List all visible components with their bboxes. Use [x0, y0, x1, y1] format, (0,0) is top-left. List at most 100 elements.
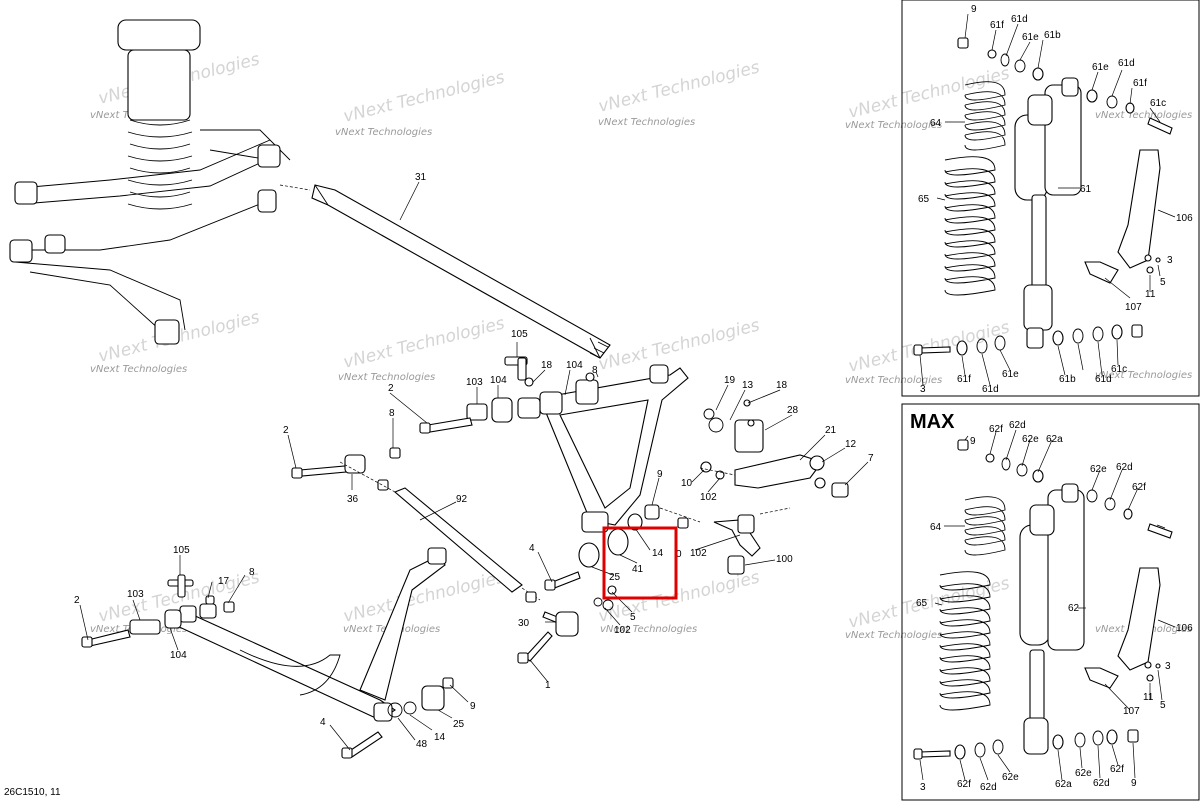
callout-0: 0 — [676, 549, 682, 560]
callout-61e: 61e — [1002, 369, 1019, 380]
callout-10: 10 — [681, 478, 693, 489]
callout-9: 9 — [470, 701, 476, 712]
drive-shaft-31 — [279, 184, 611, 359]
watermark: vNext Technologies — [845, 120, 942, 131]
callout-5: 5 — [1160, 277, 1166, 288]
callout-64: 64 — [930, 118, 942, 129]
callout-62e: 62e — [1075, 768, 1092, 779]
callout-31: 31 — [415, 172, 427, 183]
callout-105: 105 — [173, 545, 190, 556]
callout-62f: 62f — [989, 424, 1003, 435]
callout-61c: 61c — [1150, 98, 1166, 109]
diagram-reference-code: 26C1510, 11 — [4, 787, 61, 798]
max-panel-title: MAX — [910, 411, 955, 433]
callout-105: 105 — [511, 329, 528, 340]
callout-61e: 61e — [1092, 62, 1109, 73]
callout-48: 48 — [416, 739, 428, 750]
callout-25: 25 — [609, 572, 621, 583]
watermark-large: vNext Technologies — [341, 313, 506, 372]
callout-9: 9 — [971, 4, 977, 15]
watermark: vNext Technologies — [90, 364, 187, 375]
callout-61b: 61b — [1044, 30, 1061, 41]
callout-2: 2 — [388, 383, 394, 394]
lower-pivot-hardware — [517, 513, 643, 664]
callout-62: 62 — [1068, 603, 1080, 614]
callout-102: 102 — [614, 625, 631, 636]
callout-25: 25 — [453, 719, 465, 730]
callout-3: 3 — [920, 782, 926, 793]
callout-8: 8 — [592, 365, 598, 376]
watermark-large: vNext Technologies — [596, 315, 761, 374]
callout-5: 5 — [1160, 700, 1166, 711]
callout-18: 18 — [541, 360, 553, 371]
callout-61f: 61f — [1133, 78, 1147, 89]
suspension-overview-assembly — [9, 19, 291, 345]
callout-61d: 61d — [1118, 58, 1135, 69]
watermark: vNext Technologies — [1095, 110, 1192, 121]
callout-30: 30 — [518, 618, 530, 629]
callout-104: 104 — [566, 360, 583, 371]
callout-61d: 61d — [1095, 374, 1112, 385]
callouts-max-shock: 9 62f 62d 62e 62a 62e 62d 62f 64 62 65 1… — [916, 420, 1193, 793]
watermark-large: vNext Technologies — [341, 67, 506, 126]
callout-62d: 62d — [980, 782, 997, 793]
callout-61f: 61f — [957, 374, 971, 385]
callout-102: 102 — [690, 548, 707, 559]
callout-62e: 62e — [1022, 434, 1039, 445]
upper-pivot-hardware — [291, 356, 599, 491]
callout-12: 12 — [845, 439, 857, 450]
callout-17: 17 — [218, 576, 230, 587]
callout-9: 9 — [657, 469, 663, 480]
callout-3: 3 — [1165, 661, 1171, 672]
callout-62f: 62f — [1132, 482, 1146, 493]
callout-62d: 62d — [1116, 462, 1133, 473]
callout-1: 1 — [545, 680, 551, 691]
callout-2: 2 — [74, 595, 80, 606]
callout-62f: 62f — [957, 779, 971, 790]
callout-61d: 61d — [1011, 14, 1028, 25]
callout-28: 28 — [787, 405, 799, 416]
callout-106: 106 — [1176, 623, 1193, 634]
callout-19: 19 — [724, 375, 736, 386]
callout-61b: 61b — [1059, 374, 1076, 385]
callout-8: 8 — [249, 567, 255, 578]
upper-a-arm — [539, 364, 689, 533]
callout-61: 61 — [1080, 184, 1092, 195]
callout-103: 103 — [127, 589, 144, 600]
watermark: vNext Technologies — [335, 127, 432, 138]
callout-92: 92 — [456, 494, 468, 505]
watermark: vNext Technologies — [1095, 370, 1192, 381]
watermark: vNext Technologies — [600, 624, 697, 635]
watermark: vNext Technologies — [845, 630, 942, 641]
callout-106: 106 — [1176, 213, 1193, 224]
callout-64: 64 — [930, 522, 942, 533]
callout-102: 102 — [700, 492, 717, 503]
callout-107: 107 — [1125, 302, 1142, 313]
callout-61e: 61e — [1022, 32, 1039, 43]
callout-65: 65 — [916, 598, 928, 609]
watermark: vNext Technologies — [598, 117, 695, 128]
callout-62a: 62a — [1055, 779, 1072, 790]
callout-9: 9 — [970, 436, 976, 447]
callouts-standard-shock: 9 61f 61d 61e 61b 61e 61d 61f 61c 64 61 … — [918, 4, 1193, 395]
leader-lines-panels — [919, 13, 1176, 781]
callout-13: 13 — [742, 380, 754, 391]
callout-61c: 61c — [1111, 364, 1127, 375]
watermark-large: vNext Technologies — [596, 57, 761, 116]
callout-3: 3 — [1167, 255, 1173, 266]
knuckle-hardware — [644, 399, 849, 575]
lower-a-arm — [81, 547, 454, 759]
callout-41: 41 — [632, 564, 644, 575]
callout-104: 104 — [490, 375, 507, 386]
highlight-box — [602, 526, 678, 600]
callout-8: 8 — [389, 408, 395, 419]
max-shock-exploded — [913, 439, 1173, 760]
callout-5: 5 — [630, 612, 636, 623]
callout-100: 100 — [776, 554, 793, 565]
callout-2: 2 — [283, 425, 289, 436]
callout-36: 36 — [347, 494, 359, 505]
watermark: vNext Technologies — [845, 375, 942, 386]
callout-62d: 62d — [1009, 420, 1026, 431]
callout-104: 104 — [170, 650, 187, 661]
